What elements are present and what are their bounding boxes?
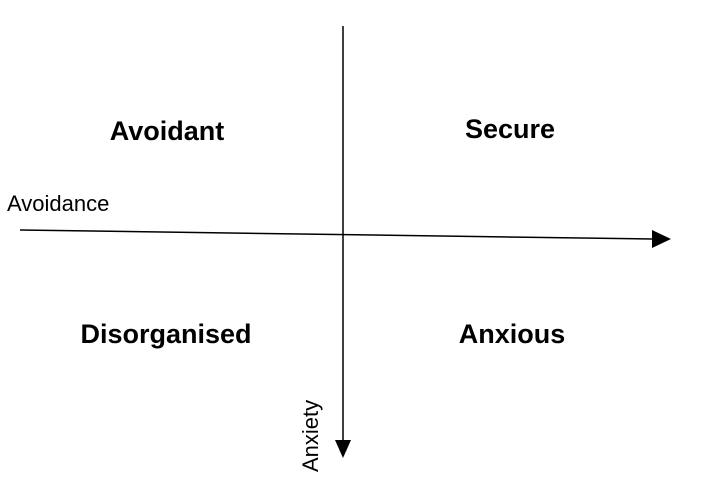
vertical-arrowhead-icon [335, 440, 351, 458]
quadrant-disorganised-label: Disorganised [80, 319, 251, 349]
horizontal-axis [19, 229, 653, 240]
avoidance-axis-label: Avoidance [7, 191, 109, 216]
quadrant-secure-label: Secure [465, 114, 555, 144]
anxiety-axis-label: Anxiety [298, 400, 323, 472]
quadrant-avoidant-label: Avoidant [110, 116, 225, 146]
horizontal-arrowhead-icon [652, 230, 671, 248]
quadrant-anxious-label: Anxious [459, 319, 566, 349]
